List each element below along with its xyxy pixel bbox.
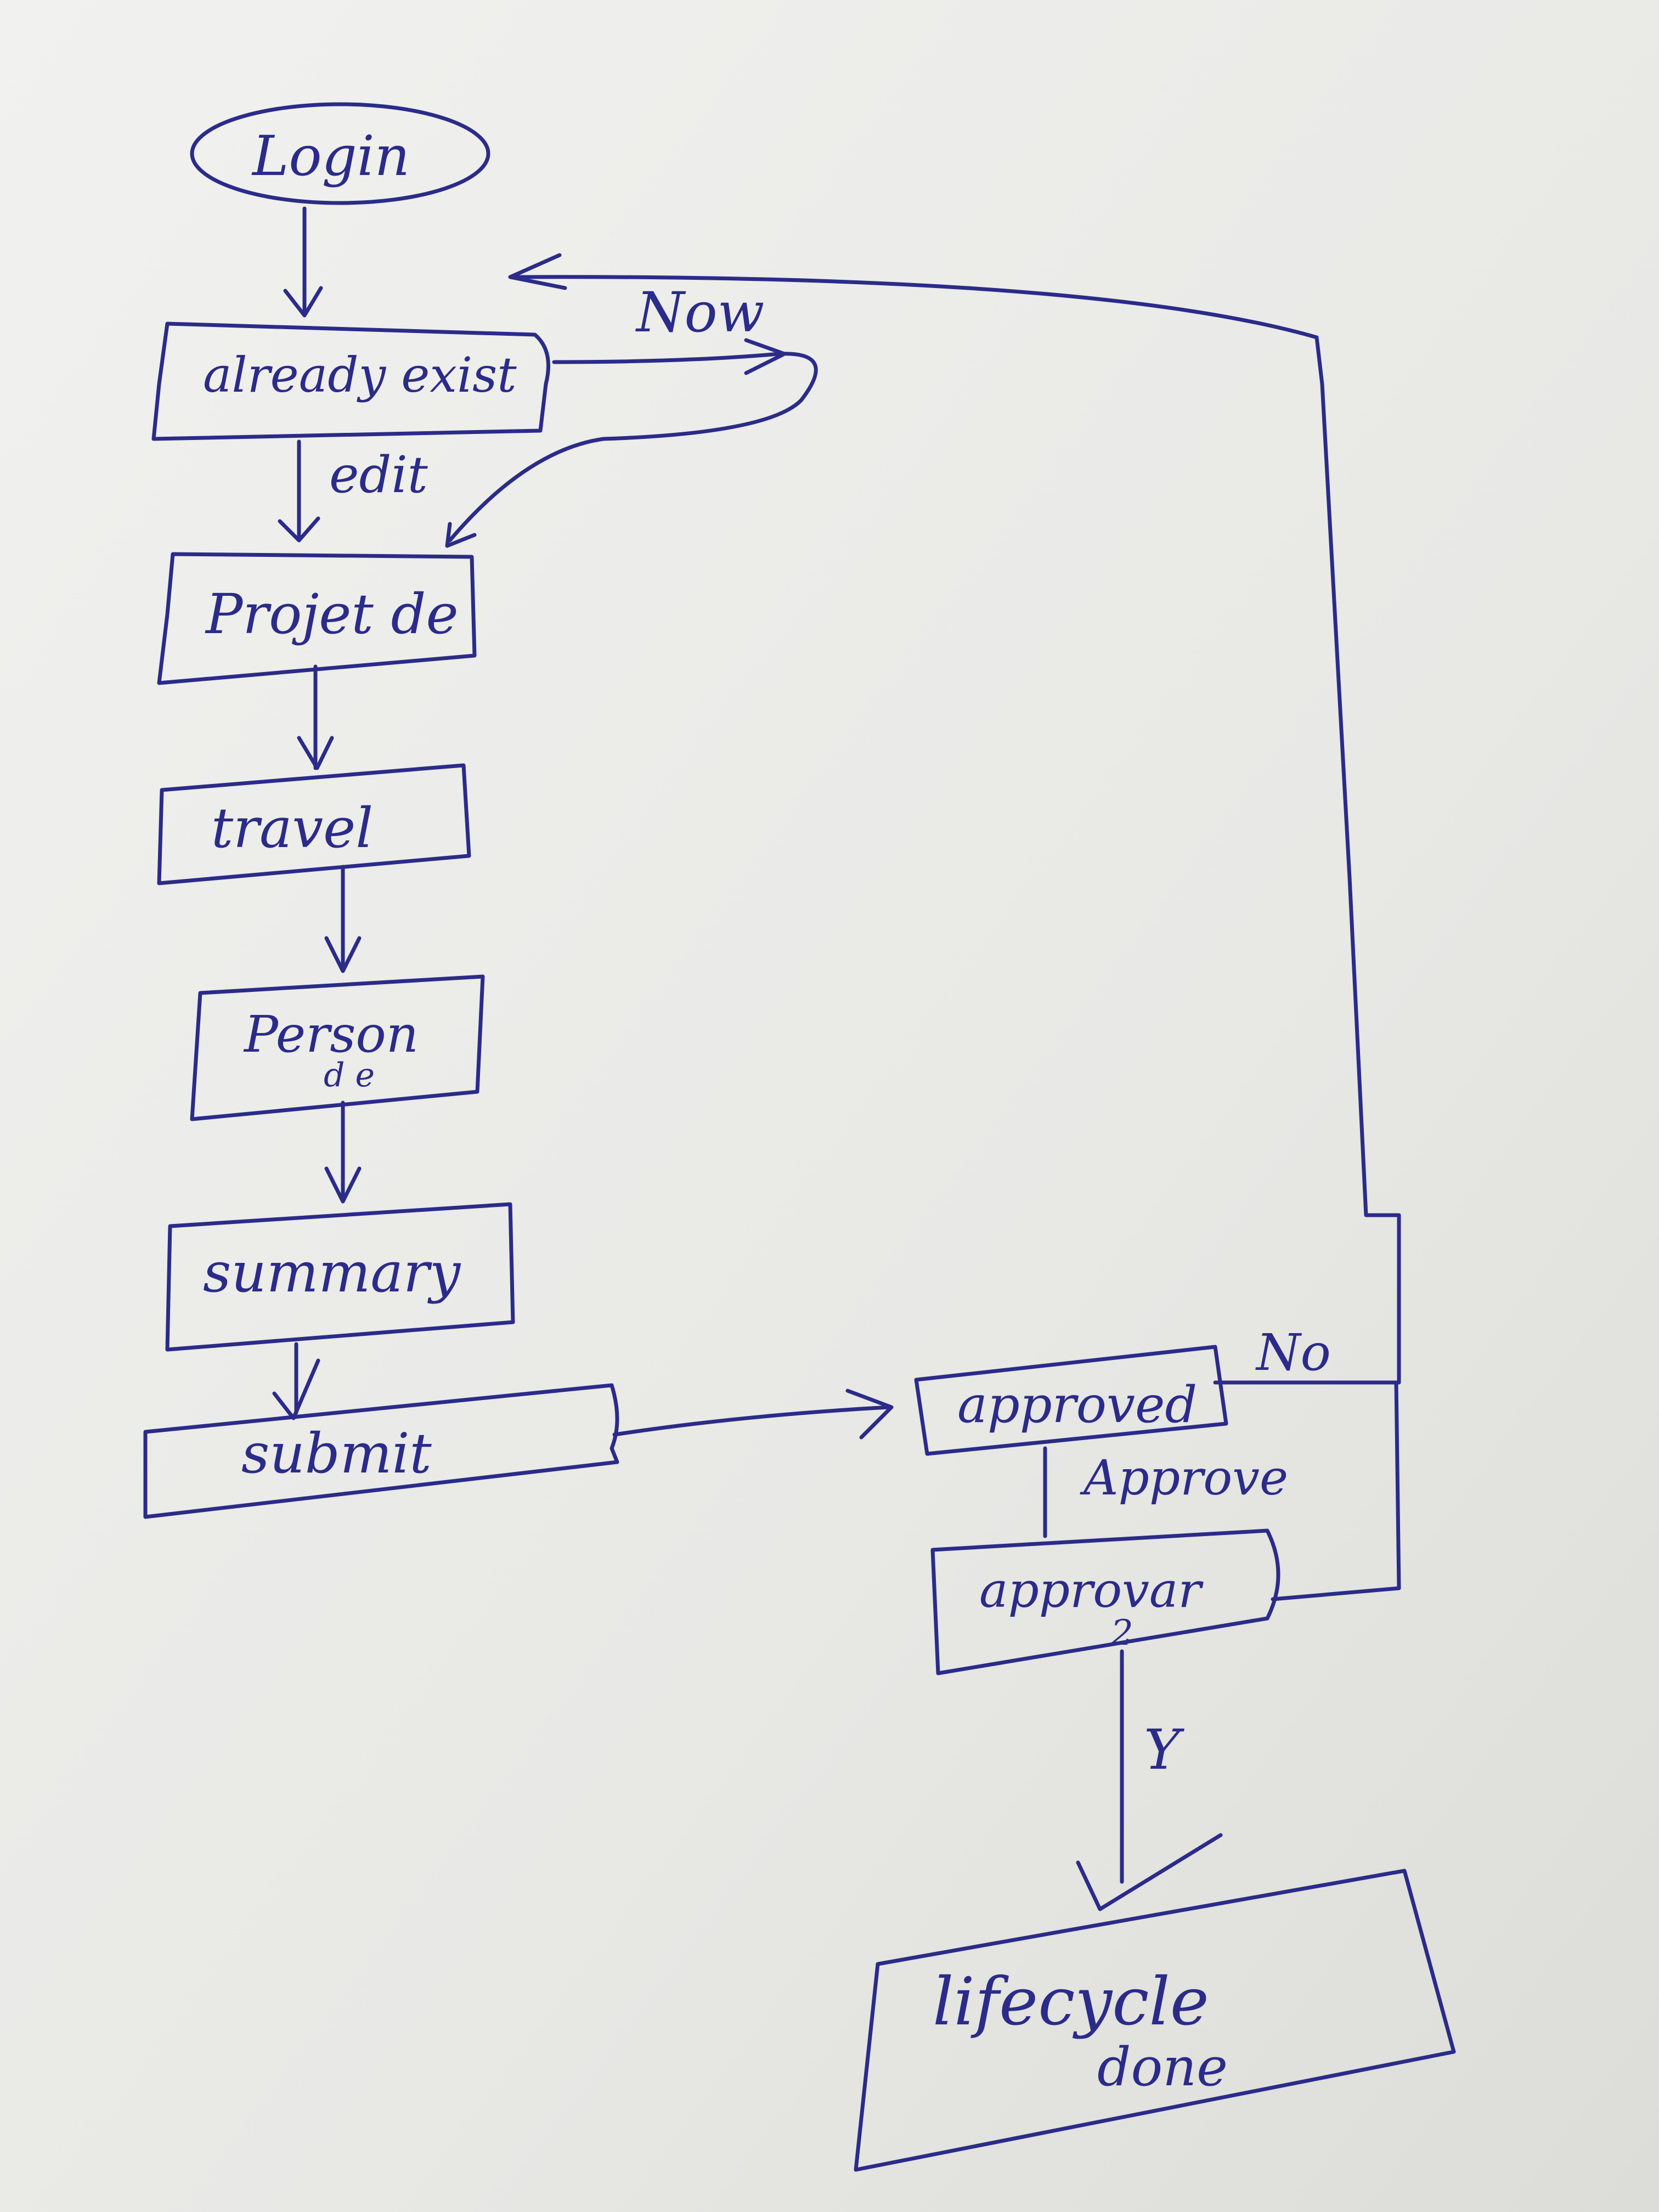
- edge-approve-label: Approve: [1084, 1449, 1289, 1506]
- summary-node: [165, 1202, 515, 1352]
- edge-travel-personal: [324, 865, 362, 973]
- personal-node: [190, 974, 485, 1121]
- travel-node: [157, 763, 471, 885]
- submit-label: submit: [241, 1421, 432, 1486]
- edge-edit-label: edit: [329, 445, 428, 504]
- submit-node: [143, 1383, 619, 1519]
- approver2-label: approvar: [979, 1562, 1201, 1618]
- edge-approver1-reject: [508, 253, 1401, 1385]
- already-exists-label: already exist: [203, 347, 517, 403]
- travel-label: travel: [211, 796, 374, 860]
- project-details-label: Projet de: [206, 582, 459, 646]
- approver1-node: [914, 1345, 1228, 1456]
- edge-yes-label: Y: [1144, 1718, 1181, 1782]
- edge-approver2-lifecycle: [1076, 1649, 1223, 1911]
- approver2-node: [930, 1528, 1280, 1675]
- login-node: [190, 102, 490, 205]
- edge-no-reject-label: No: [1256, 1323, 1331, 1382]
- personal-sub-label: d e: [324, 1056, 375, 1094]
- edge-summary-submit: [272, 1342, 320, 1420]
- edge-already-no-loop: [445, 338, 818, 548]
- edge-already-project: [278, 439, 320, 543]
- approver1-label: approved: [957, 1375, 1198, 1434]
- summary-label: summary: [203, 1240, 461, 1305]
- edge-submit-approver1: [612, 1389, 894, 1440]
- edge-approver2-reject: [1271, 1380, 1401, 1601]
- lifecycle-sub-label: done: [1097, 2036, 1228, 2098]
- edge-login-already: [283, 206, 323, 318]
- approver2-sub-label: 2: [1111, 1613, 1133, 1654]
- edge-no-new-label: Now: [636, 280, 765, 345]
- already-exists-node: [151, 321, 550, 441]
- lifecycle-label: lifecycle: [933, 1964, 1209, 2040]
- login-label: Login: [252, 124, 410, 188]
- edge-project-travel: [297, 664, 334, 770]
- personal-label: Person: [244, 1005, 419, 1064]
- edge-personal-summary: [324, 1101, 362, 1204]
- lifecycle-node: [854, 1869, 1456, 2172]
